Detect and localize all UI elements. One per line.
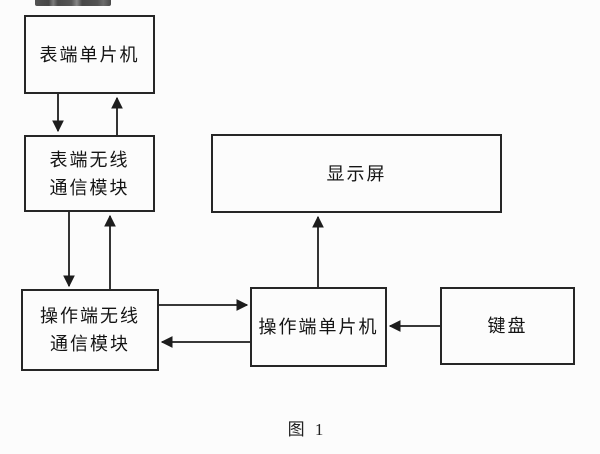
block-keyboard-label: 键盘	[487, 316, 528, 336]
block-meter-wireless-label: 表端无线 通信模块	[49, 149, 130, 198]
block-display-screen: 显示屏	[211, 134, 502, 213]
block-meter-mcu-label: 表端单片机	[39, 44, 140, 65]
block-operator-mcu-label: 操作端单片机	[258, 317, 379, 337]
block-meter-mcu: 表端单片机	[24, 15, 155, 94]
block-operator-wireless-module: 操作端无线 通信模块	[21, 289, 159, 371]
block-display-label: 显示屏	[326, 163, 387, 184]
figure-caption: 图 1	[287, 420, 327, 439]
block-keyboard: 键盘	[440, 287, 575, 365]
block-operator-wireless-label: 操作端无线 通信模块	[40, 306, 140, 354]
block-operator-mcu: 操作端单片机	[250, 287, 387, 367]
block-meter-wireless-module: 表端无线 通信模块	[24, 135, 155, 212]
cropped-text-artifact	[35, 0, 111, 6]
